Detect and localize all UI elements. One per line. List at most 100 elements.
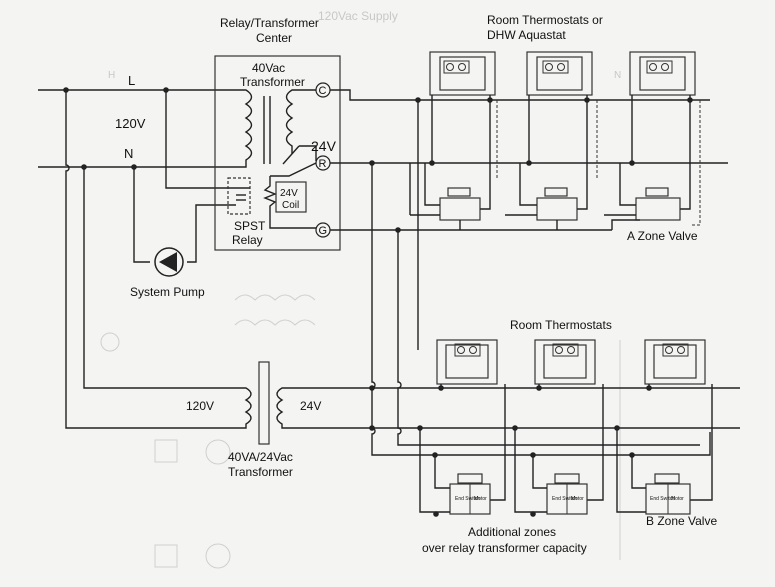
transformer-40va-label: 40VA/24Vac xyxy=(228,450,293,464)
junction-dot xyxy=(536,385,542,391)
bleed-through-text: N xyxy=(614,70,621,81)
transformer-40vac xyxy=(229,89,317,168)
dashed-wire xyxy=(496,100,701,226)
relay-coil xyxy=(263,176,277,214)
thermostat-terminal-block xyxy=(552,343,579,357)
secondary-voltage-label: 24V xyxy=(311,138,337,154)
bleed-through-coil xyxy=(234,294,316,301)
valve-motor-label: Motor xyxy=(671,496,684,502)
thermostat-terminal-block xyxy=(646,60,673,74)
thermostat-terminal xyxy=(555,346,563,354)
pump-neutral-wire xyxy=(133,167,150,263)
junction-dot xyxy=(369,385,375,391)
c-riser xyxy=(397,230,700,446)
thermostat-terminal xyxy=(545,63,553,71)
thermostat-terminal xyxy=(567,346,575,354)
bleed-through-circle xyxy=(205,543,231,569)
bleed-through-text: 120Vac Supply xyxy=(318,9,398,23)
terminal-r: R xyxy=(315,155,331,171)
secondary-voltage-label: 24V xyxy=(300,399,321,413)
coil-to-g-wire xyxy=(269,214,316,229)
pump-switched-wire xyxy=(187,204,236,263)
room-thermostat xyxy=(639,56,686,91)
coil-box xyxy=(275,181,307,213)
valve-lead xyxy=(616,428,646,513)
terminal-r-label: R xyxy=(319,158,327,170)
n-label: N xyxy=(124,146,133,161)
room-thermostat-frame xyxy=(534,339,596,385)
line-voltage-wires xyxy=(38,89,250,429)
secondary-coil xyxy=(276,387,290,429)
zone-valve-head xyxy=(447,187,471,197)
terminal-c-label: C xyxy=(319,85,327,97)
room-thermostat xyxy=(439,56,486,91)
relay-center-title: Relay/Transformer xyxy=(220,16,319,30)
junction-dot xyxy=(395,227,401,233)
thermostat-terminal-block xyxy=(454,343,481,357)
primary-voltage-label: 120V xyxy=(186,399,214,413)
valve-lead xyxy=(619,163,636,206)
spst-label: Relay xyxy=(232,233,263,247)
transformer-label: Transformer xyxy=(240,75,305,89)
thermostat-terminal-block xyxy=(662,343,689,357)
zone-valve-head xyxy=(544,187,568,197)
valve-lead xyxy=(519,163,537,206)
valve-motor-label: Motor xyxy=(474,496,487,502)
junction-dot xyxy=(614,425,620,431)
r-riser xyxy=(371,163,711,456)
system-pump xyxy=(154,247,184,277)
thermostat-terminal-block xyxy=(542,60,569,74)
thermostat-lead xyxy=(680,95,691,210)
top-junction-dots xyxy=(369,97,693,233)
junction-dot xyxy=(433,511,439,517)
valve-end-switch-label: End Switch xyxy=(455,496,480,502)
junction-dot xyxy=(417,425,423,431)
valve-lead xyxy=(631,455,646,489)
zone-valve-head xyxy=(457,473,483,484)
primary-coil xyxy=(229,89,253,168)
lower-thermostats xyxy=(436,339,713,501)
bleed-through-circle xyxy=(100,332,120,352)
terminal-c: C xyxy=(315,82,331,98)
bleed-through-box xyxy=(154,439,178,463)
secondary-coil xyxy=(285,89,316,154)
room-thermostats-title: Room Thermostats or xyxy=(487,13,603,27)
room-thermostats-title: DHW Aquastat xyxy=(487,28,566,42)
coil-label: Coil xyxy=(282,200,299,211)
thermostat-lead xyxy=(577,95,588,210)
junction-dot xyxy=(369,425,375,431)
c-bus xyxy=(330,89,710,101)
pump-triangle xyxy=(159,252,177,272)
junction-dot xyxy=(584,97,590,103)
room-thermostat-frame xyxy=(436,339,498,385)
transformer-label: 40Vac xyxy=(252,61,285,75)
valve-lead xyxy=(514,428,547,513)
room-thermostats-title: Room Thermostats xyxy=(510,318,612,332)
top-zone-wiring xyxy=(330,51,728,456)
room-thermostat xyxy=(536,56,583,91)
valve-motor-label: Motor xyxy=(571,496,584,502)
junction-dot xyxy=(629,452,635,458)
bleed-through-text: H xyxy=(108,70,115,81)
zone-valve-a-label: A Zone Valve xyxy=(627,229,698,243)
zone-valve xyxy=(536,197,578,221)
additional-zones-label: over relay transformer capacity xyxy=(422,541,587,555)
junction-dot xyxy=(81,164,87,170)
junction-dot xyxy=(487,97,493,103)
room-thermostat xyxy=(653,344,697,379)
transformer-core xyxy=(258,361,270,445)
junction-dot xyxy=(646,385,652,391)
thermostat-terminals xyxy=(443,60,673,74)
pump-hot-wire xyxy=(165,90,250,189)
junction-dot xyxy=(415,97,421,103)
l-wire-to-transformer xyxy=(65,90,236,429)
bleed-through-box xyxy=(154,544,178,568)
n-wire-to-transformer xyxy=(83,167,236,389)
zone-valve xyxy=(635,197,681,221)
valve-lead xyxy=(419,428,450,513)
additional-zones-label: Additional zones xyxy=(468,525,556,539)
lower-zone-valves: End Switch Motor End Switch Motor End Sw… xyxy=(419,428,691,515)
transformer-40va xyxy=(236,361,740,445)
room-thermostat xyxy=(543,344,587,379)
l-label: L xyxy=(128,73,135,88)
